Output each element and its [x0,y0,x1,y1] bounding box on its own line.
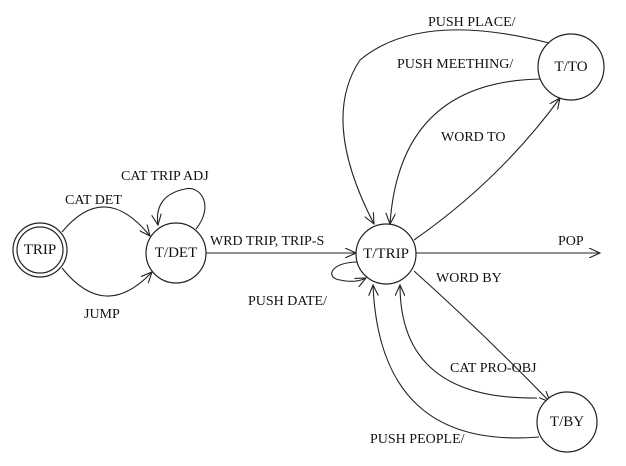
label-pop: POP [558,234,584,249]
edge-push-date-loop [331,261,366,281]
edge-cat-pro-obj [400,285,538,399]
label-cat-det: CAT DET [65,193,122,208]
node-trip-label: TRIP [24,242,57,258]
node-t-trip-label: T/TRIP [363,246,409,262]
edge-word-by [413,270,550,402]
edge-push-meething [390,78,544,224]
edge-word-to [413,98,560,241]
label-push-place: PUSH PLACE/ [428,15,516,30]
label-jump: JUMP [84,307,120,322]
label-word-by: WORD BY [436,271,502,286]
node-t-by-label: T/BY [550,414,584,430]
label-push-people: PUSH PEOPLE/ [370,432,465,447]
label-cat-trip-adj: CAT TRIP ADJ [121,169,209,184]
label-word-to: WORD TO [441,130,505,145]
node-t-trip: T/TRIP [355,223,417,285]
edge-jump [61,267,152,297]
edge-push-place [342,29,550,224]
label-push-meething: PUSH MEETHING/ [397,57,513,72]
label-cat-pro-obj: CAT PRO-OBJ [450,361,537,376]
edge-push-people [373,285,540,439]
label-wrd-trip: WRD TRIP, TRIP-S [210,234,324,249]
label-push-date: PUSH DATE/ [248,294,327,309]
node-trip: TRIP [12,222,68,278]
node-t-to: T/TO [537,33,605,101]
node-t-det-label: T/DET [155,245,198,261]
node-t-to-label: T/TO [554,59,587,75]
node-t-det: T/DET [145,222,207,284]
edge-cat-trip-adj-loop [157,187,206,230]
edge-cat-det [61,206,150,236]
node-t-by: T/BY [536,391,598,453]
